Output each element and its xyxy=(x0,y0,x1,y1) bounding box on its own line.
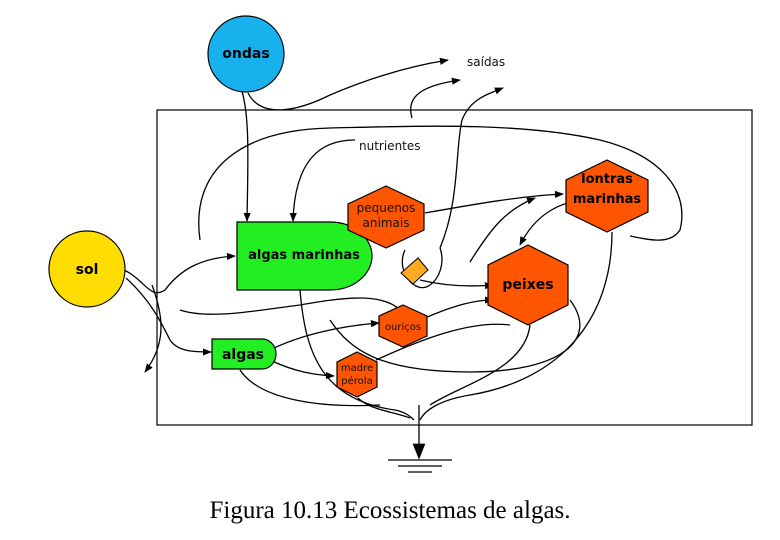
consumer-peixes: peixes xyxy=(487,244,569,326)
flow-interaction-loop xyxy=(401,247,443,289)
flow-output-arrow-2 xyxy=(410,77,461,119)
consumer-pequenos-animais: pequenos animais xyxy=(347,185,425,249)
flow-ondas-to-saidas xyxy=(247,57,449,111)
flow-peixes-recycle xyxy=(329,299,581,373)
consumer-peixes-label: peixes xyxy=(502,277,553,293)
figure-caption: Figura 10.13 Ecossistemas de algas. xyxy=(209,497,571,524)
consumer-ouricos: ouriços xyxy=(378,304,428,348)
flow-algas-to-ouricos xyxy=(269,320,380,351)
flow-pequenos-to-lontras xyxy=(424,190,564,214)
flow-peixes-to-lontras xyxy=(469,197,536,263)
nutrients-label: nutrientes xyxy=(359,139,421,153)
flow-madre-to-peixes xyxy=(375,323,511,361)
interaction-diamond-icon xyxy=(400,257,429,285)
outputs-label: saídas xyxy=(467,55,505,69)
consumer-lontras-marinhas-label-2: marinhas xyxy=(573,192,641,207)
ground-sink-icon xyxy=(388,459,452,473)
flow-sol-to-algas xyxy=(125,277,212,356)
flow-sol-to-outside xyxy=(144,284,162,373)
flow-ouricos-loop xyxy=(179,297,401,315)
consumer-ouricos-label: ouriços xyxy=(385,322,421,333)
flow-ouricos-to-peixes xyxy=(424,296,494,319)
producer-algas-label: algas xyxy=(222,347,264,363)
flow-output-arrow-3 xyxy=(439,87,504,249)
flow-lontras-to-sink xyxy=(419,231,613,421)
source-sol-label: sol xyxy=(76,262,99,278)
consumer-madre-perola-label-1: madre xyxy=(341,363,373,374)
flow-ondas-to-algas-marinhas xyxy=(240,87,251,222)
producer-algas: algas xyxy=(211,338,277,370)
producer-algas-marinhas-label: algas marinhas xyxy=(248,248,360,263)
flow-nutrients-loop xyxy=(198,125,683,241)
consumer-pequenos-animais-label-1: pequenos xyxy=(357,201,416,215)
flow-algas-to-sink xyxy=(239,369,381,407)
flow-to-peixes xyxy=(419,279,494,290)
source-sol: sol xyxy=(48,230,126,308)
source-ondas: ondas xyxy=(207,15,285,93)
flow-lines xyxy=(123,57,683,460)
flow-sol-to-algas-marinhas xyxy=(123,252,236,294)
flow-madre-to-sink xyxy=(357,397,411,419)
consumer-lontras-marinhas: lontras marinhas xyxy=(565,159,649,233)
consumer-madre-perola: madre pérola xyxy=(336,351,378,398)
consumer-pequenos-animais-label-2: animais xyxy=(363,216,410,230)
flow-nutrients-to-algas-marinhas xyxy=(289,139,356,222)
consumer-madre-perola-label-2: pérola xyxy=(341,375,372,387)
system-boundary xyxy=(156,109,753,426)
producer-algas-marinhas: algas marinhas xyxy=(236,221,373,291)
flow-algas-to-madre-perola xyxy=(269,359,335,380)
consumer-lontras-marinhas-label-1: lontras xyxy=(581,172,633,187)
flow-peixes-to-sink xyxy=(429,324,531,406)
source-ondas-label: ondas xyxy=(222,46,269,62)
